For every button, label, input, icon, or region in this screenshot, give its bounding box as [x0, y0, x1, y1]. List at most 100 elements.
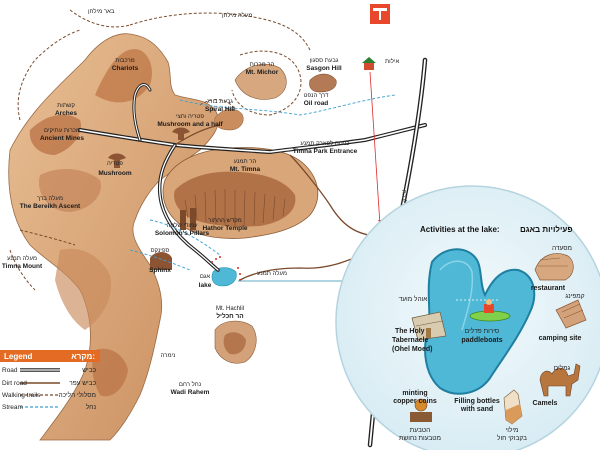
svg-text:lake: lake [199, 282, 212, 289]
paddleboat-icon [469, 299, 511, 322]
svg-text:מסלולי הליכה: מסלולי הליכה [59, 391, 96, 399]
legend: מקרא: Legend כביש Road כביש עפר Dirt roa… [0, 350, 100, 411]
legend-item-dirt-road: כביש עפר Dirt road [2, 380, 97, 387]
svg-text:Sphinx: Sphinx [149, 267, 171, 274]
ridge-bereikh [39, 168, 101, 212]
svg-text:מכרות עתיקים: מכרות עתיקים [44, 128, 80, 134]
svg-text:כביש עפר: כביש עפר [69, 380, 96, 387]
coin-icon [410, 398, 432, 422]
svg-text:Activities at the lake:: Activities at the lake: [420, 225, 500, 234]
svg-text:גבעת בורג: גבעת בורג [207, 99, 233, 105]
svg-text:Mt. Michor: Mt. Michor [246, 69, 279, 76]
legend-header [0, 350, 100, 362]
svg-text:מקדש החתור: מקדש החתור [208, 218, 242, 224]
svg-text:גמלים: גמלים [554, 364, 571, 372]
svg-text:Hathor Temple: Hathor Temple [202, 225, 247, 232]
svg-text:מעלה תמנע: מעלה תמנע [7, 254, 37, 262]
svg-text:מטבעות נחושת: מטבעות נחושת [399, 435, 441, 442]
svg-text:גבעת ססגון: גבעת ססגון [310, 58, 339, 64]
svg-text:Stream: Stream [2, 404, 23, 411]
walking-trails [9, 9, 311, 291]
eilot-pointer [369, 71, 381, 226]
svg-text:Mushroom and a half: Mushroom and a half [157, 121, 223, 128]
svg-text:סירות פדלים: סירות פדלים [465, 327, 499, 335]
legend-item-stream: נחל Stream [2, 403, 96, 411]
svg-text:Legend: Legend [4, 352, 33, 361]
svg-text:Arches: Arches [55, 110, 77, 117]
mushroom-half-rock [172, 127, 190, 140]
svg-text:Mt. Hachlil: Mt. Hachlil [216, 306, 244, 312]
svg-text:Sasgon Hill: Sasgon Hill [306, 65, 342, 72]
svg-text:Dirt road: Dirt road [2, 380, 27, 387]
svg-text:Mushroom: Mushroom [98, 170, 131, 177]
svg-text:מקרא:: מקרא: [71, 352, 95, 361]
svg-text:הטבעת: הטבעת [410, 427, 430, 434]
solomons-pillars-rock [180, 208, 196, 230]
svg-text:Filling bottles: Filling bottles [454, 398, 500, 405]
spiral-hill [214, 108, 244, 131]
svg-text:camping site: camping site [539, 335, 582, 342]
ridge-far-south [92, 348, 128, 397]
svg-text:אוהל מועד: אוהל מועד [399, 295, 428, 303]
camping-icon [555, 299, 587, 329]
svg-text:נחל רחם: נחל רחם [179, 380, 201, 388]
svg-text:פעילויות באגם: פעילויות באגם [520, 225, 573, 234]
mt-timna-cliffs [184, 189, 286, 227]
svg-text:Tabernacle: Tabernacle [392, 337, 429, 344]
sasgon-hill [309, 73, 337, 93]
svg-text:Ancient Mines: Ancient Mines [40, 135, 84, 142]
ridge-mines [29, 114, 81, 155]
lake-activities-inset: Activities at the lake: פעילויות באגם סי… [335, 185, 600, 450]
svg-text:הר תמנע: הר תמנע [234, 159, 257, 165]
svg-text:באר מילחן: באר מילחן [88, 7, 115, 15]
svg-text:דרך הנפט: דרך הנפט [304, 93, 330, 99]
svg-text:Mt. Timna: Mt. Timna [230, 166, 261, 173]
svg-text:Chariots: Chariots [112, 65, 139, 72]
svg-text:Wadi Rahem: Wadi Rahem [171, 389, 210, 396]
svg-text:אילות: אילות [385, 57, 399, 65]
svg-text:קמפינג: קמפינג [565, 293, 584, 300]
svg-text:The Holy: The Holy [395, 328, 425, 335]
eilot-house-icon [362, 57, 376, 70]
svg-text:Timna Mount: Timna Mount [2, 263, 43, 270]
svg-text:copper coins: copper coins [393, 398, 437, 405]
svg-text:The Bereikh Ascent: The Bereikh Ascent [20, 203, 81, 210]
svg-text:מרכבות: מרכבות [115, 58, 135, 64]
svg-text:הר חכליל: הר חכליל [216, 312, 243, 320]
mushroom-rock [108, 153, 126, 168]
svg-text:פטריה וחצי: פטריה וחצי [176, 114, 204, 120]
map-labels: באר מילחן מעלה מילחן מרכבות Chariots הר … [2, 7, 411, 396]
svg-text:with sand: with sand [460, 406, 493, 413]
svg-text:אגם: אגם [200, 274, 211, 280]
svg-text:מילוי: מילוי [506, 426, 519, 434]
svg-text:Walking trails: Walking trails [2, 392, 41, 399]
svg-text:בקבוקי חול: בקבוקי חול [497, 434, 527, 442]
mt-michor-hill [234, 64, 287, 100]
svg-text:כניסה לפארק תמנע: כניסה לפארק תמנע [300, 139, 349, 147]
svg-text:Road: Road [2, 367, 18, 374]
svg-text:נימרה: נימרה [161, 353, 176, 359]
svg-text:מעלה מילחן: מעלה מילחן [222, 11, 252, 19]
svg-text:restaurant: restaurant [531, 285, 566, 292]
svg-text:קשתות: קשתות [57, 103, 75, 109]
svg-text:Spiral Hill: Spiral Hill [205, 106, 235, 113]
svg-text:Solomon's Pillars: Solomon's Pillars [155, 230, 210, 237]
svg-text:עמודי שלמה: עמודי שלמה [166, 221, 198, 229]
svg-text:Timna Park Entrance: Timna Park Entrance [293, 148, 358, 155]
svg-text:כביש: כביש [82, 367, 96, 374]
camel-icon [539, 363, 581, 397]
tabernacle-icon [411, 311, 447, 341]
restaurant-icon [534, 253, 574, 281]
legend-item-walking-trails: מסלולי הליכה Walking trails [2, 391, 96, 399]
lake-dot-trail [211, 256, 241, 281]
svg-text:פטריה: פטריה [107, 161, 123, 167]
svg-text:minting: minting [402, 390, 427, 397]
svg-text:הר מכרות: הר מכרות [250, 62, 275, 68]
svg-text:Camels: Camels [533, 400, 558, 407]
ridge-south [55, 248, 111, 330]
svg-text:ספינקס: ספינקס [151, 248, 170, 254]
svg-text:(Ohel Moed): (Ohel Moed) [392, 346, 432, 353]
svg-text:מעלה תמנע: מעלה תמנע [257, 269, 287, 277]
